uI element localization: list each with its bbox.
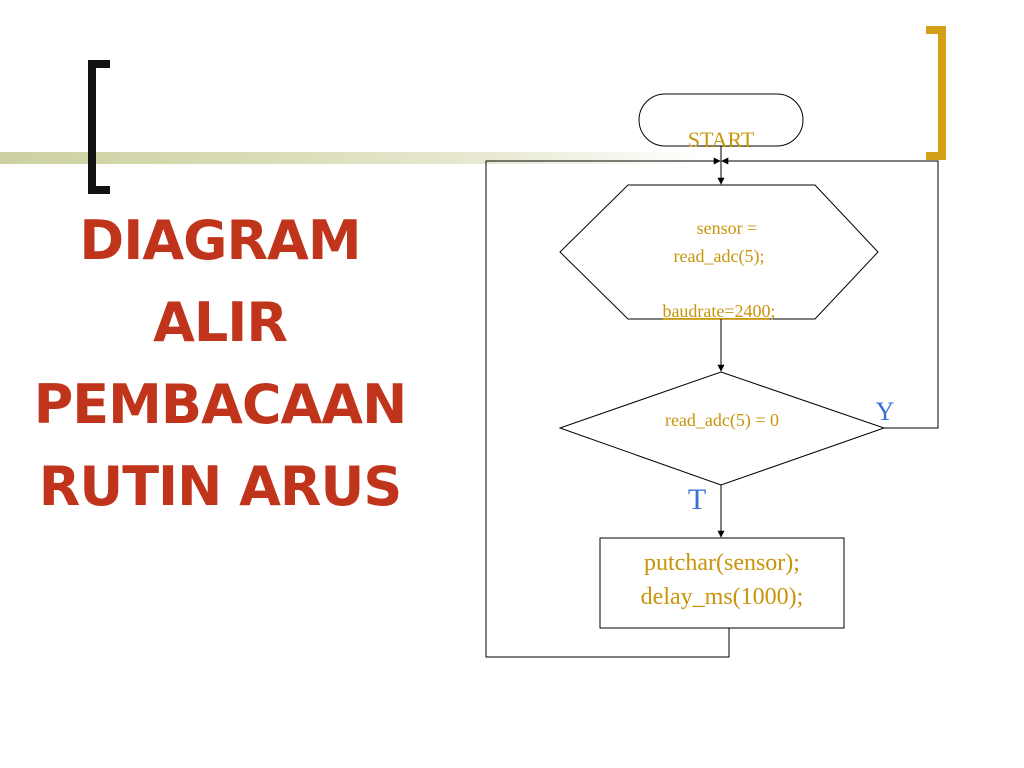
right-bracket-decoration bbox=[926, 26, 946, 160]
left-bracket-decoration bbox=[88, 60, 110, 194]
process-hexagon bbox=[559, 184, 879, 320]
yes-branch-loop-line bbox=[721, 157, 939, 429]
output-line-1: putchar(sensor); bbox=[644, 550, 800, 576]
process-line-2: read_adc(5); bbox=[674, 246, 765, 267]
title-line-4: RUTIN ARUS bbox=[38, 455, 402, 518]
output-loop-line bbox=[485, 157, 730, 658]
title-line-2: ALIR bbox=[153, 291, 288, 354]
title-line-1: DIAGRAM bbox=[79, 209, 361, 272]
no-label: T bbox=[688, 483, 706, 516]
title-line-3: PEMBACAAN bbox=[33, 373, 408, 436]
output-line-2: delay_ms(1000); bbox=[641, 584, 804, 610]
yes-label: Y bbox=[876, 397, 895, 426]
process-line-1: sensor = bbox=[697, 218, 758, 238]
output-box bbox=[599, 537, 845, 629]
slide-title: DIAGRAM ALIR PEMBACAAN RUTIN ARUS bbox=[20, 200, 420, 528]
decision-label: read_adc(5) = 0 bbox=[665, 410, 779, 431]
process-line-3: baudrate=2400; bbox=[662, 301, 775, 321]
